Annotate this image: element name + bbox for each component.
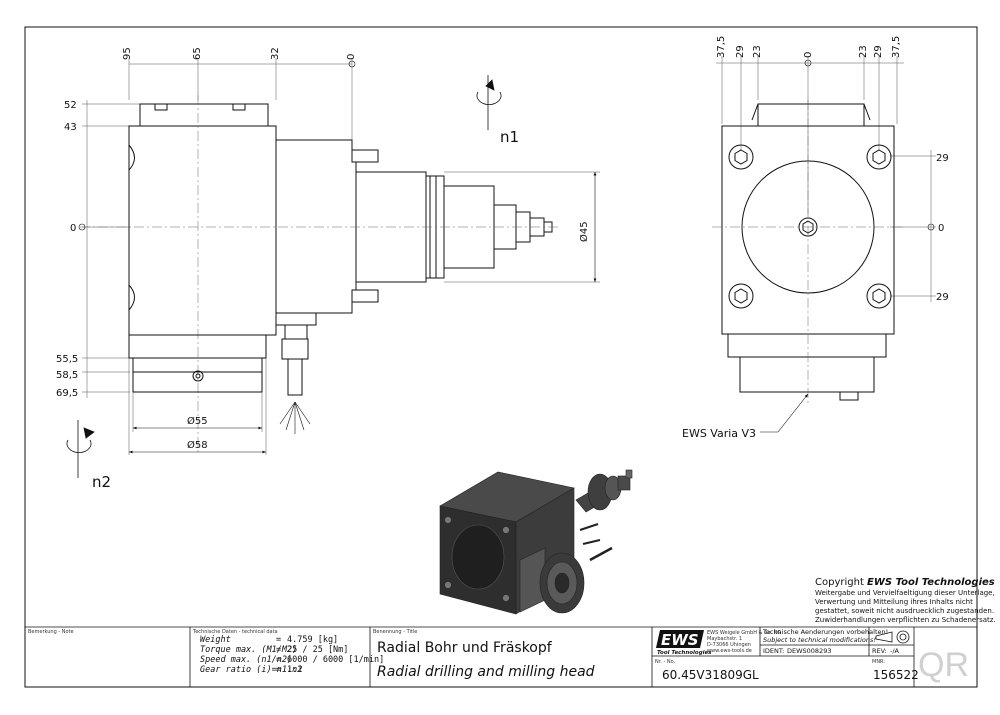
dim-front-23-right: 23 [858,45,869,58]
ident-label: IDENT: [763,647,784,655]
tech-row-3-value: 6000 / 6000 [1/min] [287,655,384,665]
dim-left-43: 43 [64,122,77,133]
dim-front-37-5-left: 37,5 [716,36,727,58]
dim-left-52: 52 [64,100,77,111]
rev-label: REV: [872,647,887,655]
dim-top-95: 95 [122,47,133,60]
tech-row-2-eq: = [276,645,281,655]
qr-placeholder: QR [918,646,969,684]
change-notice-en: Subject to technical modifications! [763,636,876,644]
dim-diameter-55: Ø55 [187,415,208,427]
copyright-line-3: gestattet, soweit nicht ausdruecklich zu… [815,607,994,615]
title-english: Radial drilling and milling head [377,664,595,680]
copyright-notice: Copyright EWS Tool Technologies Weiterga… [815,577,996,624]
dim-right-29-top: 29 [936,153,949,164]
side-view [78,58,600,455]
company-line-3: D-73066 Uhingen [707,642,751,648]
title-label: Benennung - Title [373,629,417,635]
tech-row-1-eq: = [276,635,281,645]
number-label: Nr. - No. [655,659,676,665]
copyright-brand: EWS Tool Technologies [867,577,995,588]
dim-front-37-5-right: 37,5 [891,36,902,58]
copyright-prefix: Copyright [815,577,867,588]
ews-logo: EWS Tool Technologies EWS Weigele GmbH &… [656,630,781,656]
dim-right-0: 0 [938,223,944,234]
mnr-label: MNR: [872,659,885,665]
tech-row-4-label: Gear ratio (i)=n1:n2 [200,665,302,675]
dim-front-23-left: 23 [752,45,763,58]
rotation-symbol-n1 [476,75,502,130]
dim-right-29-bottom: 29 [936,292,949,303]
company-line-4: www.ews-tools.de [707,648,752,654]
dim-front-29-right: 29 [873,45,884,58]
copyright-line-2: Verwertung und Mitteilung ihres Inhalts … [815,598,973,606]
dim-left-69-5: 69,5 [56,388,78,399]
company-line-2: Maybachstr. 1 [707,636,742,642]
copyright-line-4: Zuwiderhandlungen verpflichten zu Schade… [815,616,996,624]
front-view [712,56,936,433]
title-german: Radial Bohr und Fräskopf [377,640,553,656]
drawing-frame [24,26,978,688]
rotation-symbol-n2 [66,420,95,478]
callout-ews-varia: EWS Varia V3 [682,427,756,440]
rev-value: -/A [890,647,900,655]
tech-row-4-eq: = [276,665,281,675]
tech-row-3-label: Speed max. (n1/n2) [200,655,292,665]
tech-data-label: Technische Daten - technical data [192,629,278,635]
dim-diameter-58: Ø58 [187,439,208,451]
company-line-1: EWS Weigele GmbH & Co. KG [707,630,781,636]
rotation-label-n1: n1 [500,128,519,146]
tech-row-2-value: 25 / 25 [Nm] [287,645,348,655]
isometric-render [439,469,633,615]
dim-top-32: 32 [270,47,281,60]
logo-text: EWS [661,631,699,649]
rotation-label-n2: n2 [92,473,111,491]
ident-value: DEWS008293 [787,647,831,655]
copyright-line-1: Weitergabe und Vervielfaeltigung dieser … [815,589,995,597]
tech-row-2-label: Torque max. (M1/M2) [200,645,297,655]
side-view-dimensions: 95 65 32 0 52 43 0 55,5 58,5 69,5 Ø45 Ø5… [56,47,590,451]
dim-front-0: 0 [803,52,814,58]
tech-row-4-value: 1:1 [287,665,302,675]
dim-top-0: 0 [346,54,357,60]
front-view-dimensions: 37,5 29 23 0 23 29 37,5 29 0 29 EWS Vari… [682,36,949,440]
change-notice-de: Technische Aenderungen vorbehalten! [762,628,888,636]
tech-row-1-value: 4.759 [kg] [287,635,338,645]
mnr-value: 156522 [873,668,919,682]
note-label: Bemerkung - Note [28,629,74,635]
title-block: Bemerkung - Note Technische Daten - tech… [25,626,977,687]
dim-left-58-5: 58,5 [56,370,78,381]
dim-left-0: 0 [70,223,76,234]
tech-row-3-eq: = [276,655,281,665]
number-value: 60.45V31809GL [662,668,759,682]
dim-left-55-5: 55,5 [56,354,78,365]
dim-top-65: 65 [192,47,203,60]
dim-diameter-45: Ø45 [578,221,590,242]
projection-symbol-icon [875,630,910,644]
copyright-heading: Copyright EWS Tool Technologies [815,577,995,588]
logo-subtext: Tool Technologies [657,650,712,656]
tech-row-1-label: Weight [200,635,231,645]
dim-front-29-left: 29 [735,45,746,58]
